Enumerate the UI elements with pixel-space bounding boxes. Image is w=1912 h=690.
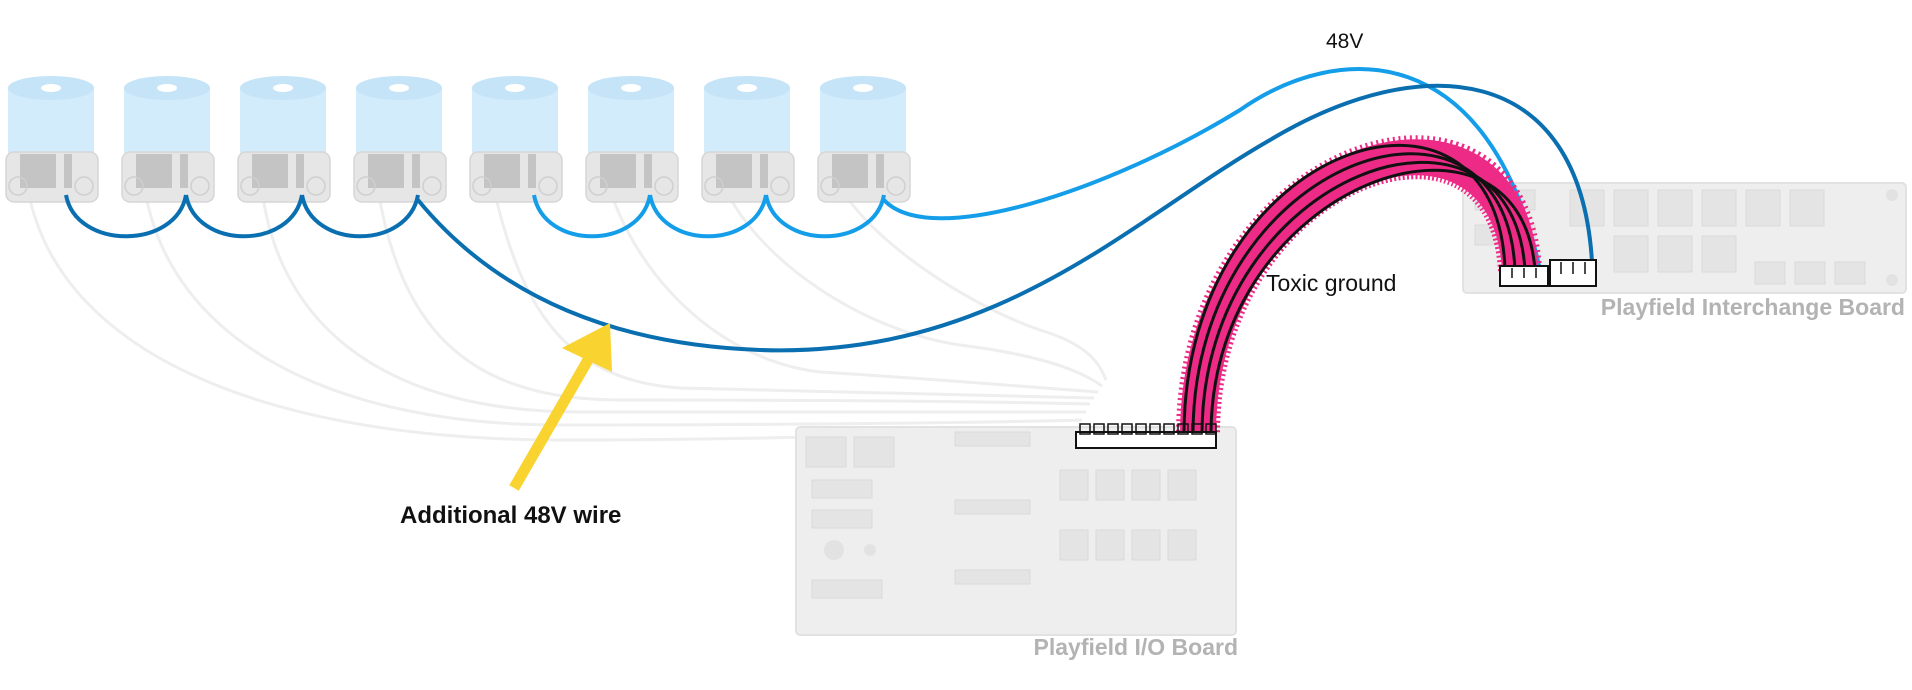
interchange-connector-48v — [1549, 259, 1597, 287]
toxic-ground-bundle — [1176, 135, 1542, 433]
coil-row — [5, 76, 911, 203]
wire-48v — [882, 67, 1542, 271]
io-board — [795, 426, 1237, 636]
label-additional-48v-wire: Additional 48V wire — [400, 502, 622, 529]
coil — [5, 76, 99, 203]
label-48v: 48V — [1326, 30, 1364, 53]
label-io-board: Playfield I/O Board — [1033, 634, 1239, 660]
io-board-connector — [1075, 423, 1217, 449]
coil — [121, 76, 215, 203]
coil — [353, 76, 447, 203]
interchange-connector-toxic — [1499, 265, 1549, 287]
label-toxic-ground: Toxic ground — [1266, 270, 1397, 296]
chain-light-blue — [532, 194, 886, 239]
coil — [469, 76, 563, 203]
coil — [817, 76, 911, 203]
coil — [701, 76, 795, 203]
wire-additional-48v — [416, 83, 1594, 353]
chain-dark-blue — [64, 194, 420, 239]
additional-wire-arrow — [509, 323, 612, 491]
coil — [237, 76, 331, 203]
coil — [585, 76, 679, 203]
label-interchange-board: Playfield Interchange Board — [1600, 294, 1905, 320]
